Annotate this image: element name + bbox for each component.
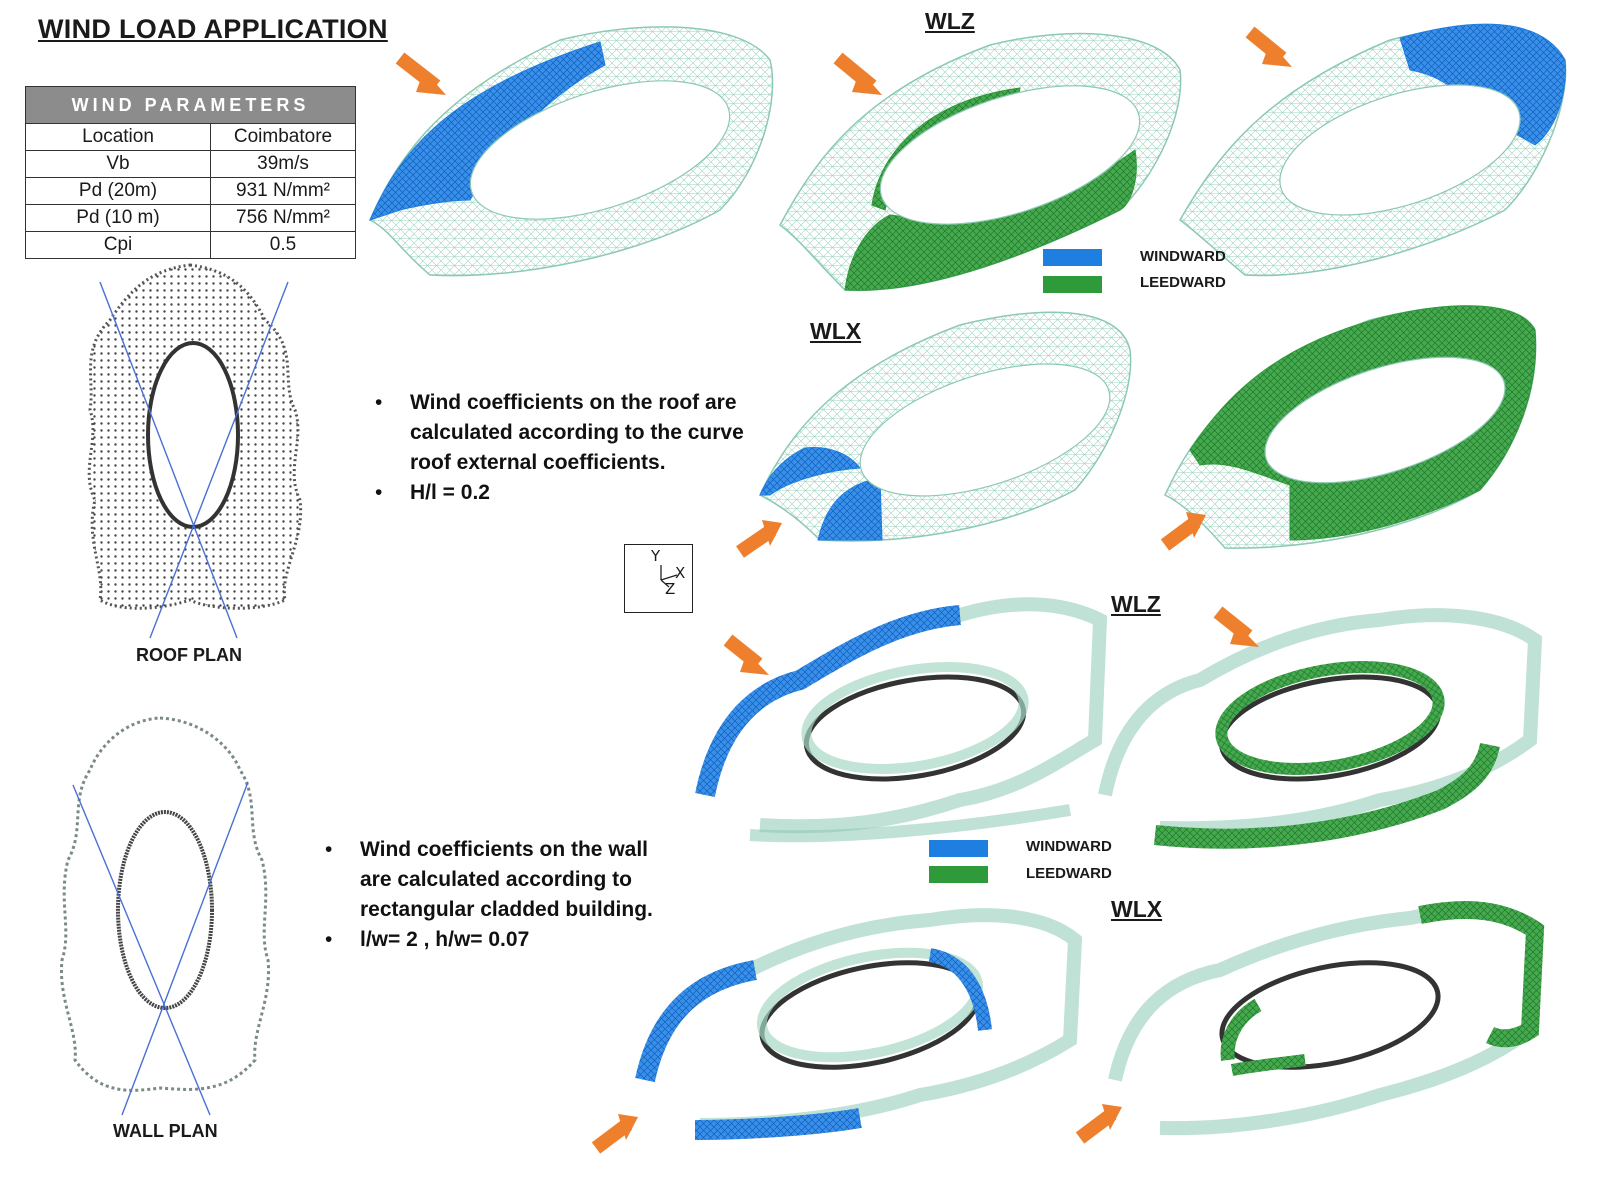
roof-plan-drawing	[87, 263, 303, 639]
param-value: Coimbatore	[210, 123, 356, 151]
roof-wlx-diagram-1	[736, 311, 1132, 558]
wall-wlz-label: WLZ	[1111, 591, 1161, 617]
wall-plan-label: WALL PLAN	[113, 1121, 218, 1141]
param-value: 39m/s	[210, 150, 356, 178]
param-name: Pd (10 m)	[25, 204, 211, 232]
axis-lines-icon	[660, 565, 678, 588]
roof-wlx-diagram-2	[1160, 305, 1537, 551]
wall-wlz-diagram-1	[695, 597, 1108, 843]
roof-wlx-label: WLX	[810, 318, 862, 344]
list-item: l/w= 2 , h/w= 0.07	[325, 925, 685, 955]
roof-wlz-label: WLZ	[925, 8, 975, 34]
legend-leedward-label: LEEDWARD	[1140, 274, 1226, 291]
legend-windward-label: WINDWARD	[1026, 838, 1112, 855]
list-item: Wind coefficients on the wall are calcul…	[325, 835, 685, 925]
axis-z-label: Z	[665, 580, 676, 598]
roof-plan-label: ROOF PLAN	[136, 645, 242, 665]
table-row: Pd (10 m) 756 N/mm²	[25, 204, 356, 232]
legend-leedward-swatch	[1043, 276, 1102, 293]
table-header: WIND PARAMETERS	[25, 86, 356, 124]
wall-wlx-label: WLX	[1111, 896, 1163, 922]
param-value: 931 N/mm²	[210, 177, 356, 205]
wind-parameters-table: WIND PARAMETERS Location Coimbatore Vb 3…	[25, 86, 356, 259]
table-row: Pd (20m) 931 N/mm²	[25, 177, 356, 205]
param-value: 756 N/mm²	[210, 204, 356, 232]
param-name: Pd (20m)	[25, 177, 211, 205]
list-item: Wind coefficients on the roof are calcul…	[375, 388, 745, 478]
axis-triad: Y X Z	[624, 544, 693, 613]
axis-y-label: Y	[651, 547, 661, 565]
page-title: WIND LOAD APPLICATION	[38, 14, 388, 44]
param-value: 0.5	[210, 231, 356, 259]
list-item: H/l = 0.2	[375, 478, 745, 508]
legend-windward-label: WINDWARD	[1140, 248, 1226, 265]
wall-wlx-diagram-1	[591, 908, 1083, 1154]
legend-windward-swatch	[929, 840, 988, 857]
roof-wlz-diagram-3	[1179, 23, 1567, 277]
legend-leedward-swatch	[929, 866, 988, 883]
wall-plan-drawing	[59, 716, 271, 1116]
legend-leedward-label: LEEDWARD	[1026, 865, 1112, 882]
roof-notes-list: Wind coefficients on the roof are calcul…	[375, 388, 745, 508]
wall-notes-list: Wind coefficients on the wall are calcul…	[325, 835, 685, 955]
table-row: Vb 39m/s	[25, 150, 356, 178]
param-name: Cpi	[25, 231, 211, 259]
roof-wlz-diagram-1	[369, 26, 774, 277]
table-row: Cpi 0.5	[25, 231, 356, 259]
table-row: Location Coimbatore	[25, 123, 356, 151]
wall-wlz-diagram-2	[1098, 606, 1543, 849]
wall-wlx-diagram-2	[1075, 901, 1545, 1144]
roof-wlz-diagram-2	[779, 32, 1182, 292]
legend-windward-swatch	[1043, 249, 1102, 266]
axis-x-label: X	[675, 564, 686, 582]
